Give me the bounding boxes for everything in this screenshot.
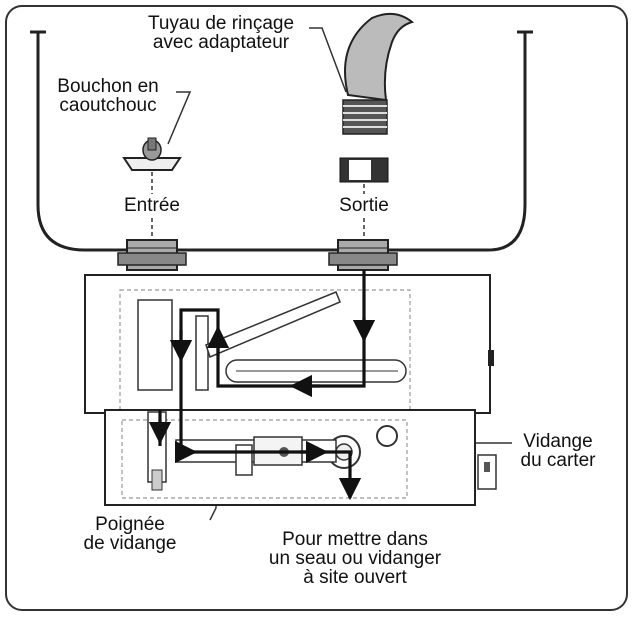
figure-border	[5, 5, 628, 611]
upper-housing	[84, 274, 494, 414]
rubber-plug-icon	[122, 137, 182, 171]
tub-outline	[36, 32, 527, 252]
outlet-fitting-icon	[328, 239, 398, 271]
inlet-label: Entrée	[124, 195, 180, 216]
rubber-plug-label: Bouchon en caoutchouc	[57, 76, 159, 116]
inlet-fitting-icon	[117, 239, 187, 271]
lower-housing	[104, 409, 497, 506]
rinse-hose-icon	[339, 12, 415, 183]
rinse-hose-label: Tuyau de rinçage avec adaptateur	[147, 13, 295, 53]
outlet-label: Sortie	[339, 195, 389, 216]
disposal-note-label: Pour mettre dans un seau ou vidanger à s…	[268, 529, 442, 588]
drain-handle-label: Poignée de vidange	[83, 514, 177, 554]
crankcase-drain-label: Vidange du carter	[520, 431, 596, 471]
